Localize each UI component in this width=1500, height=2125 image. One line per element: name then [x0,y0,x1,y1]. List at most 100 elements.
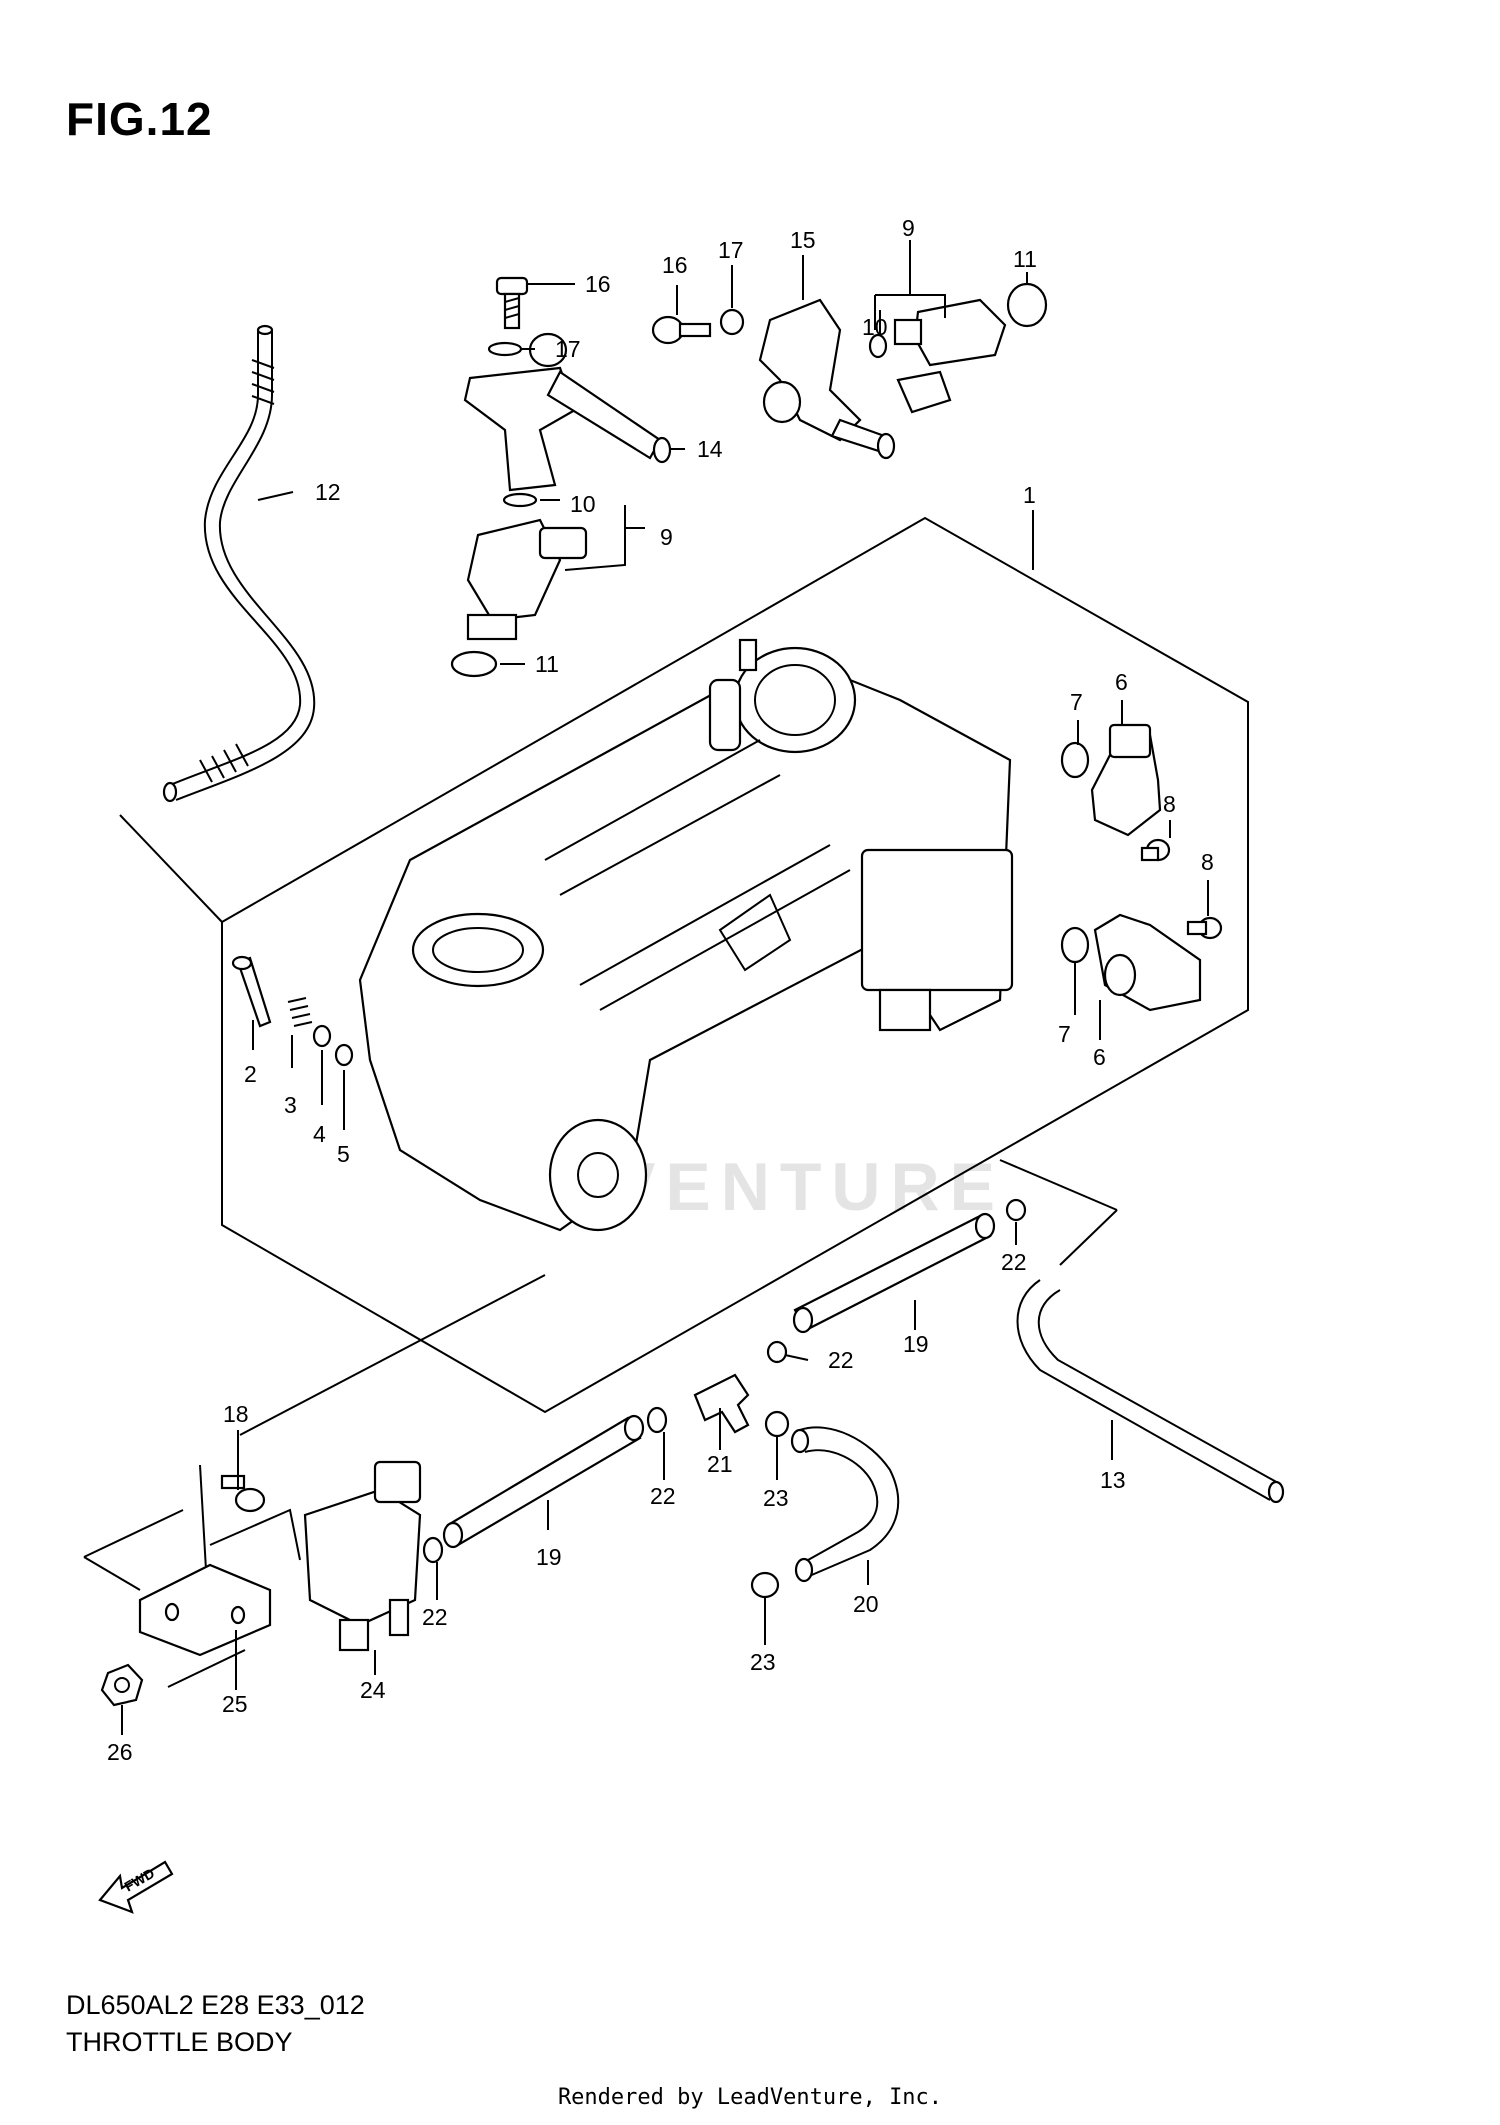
screw-16-shank [678,322,712,338]
washer-17 [487,341,523,357]
figure-title: FIG.12 [66,93,213,145]
render-credit-footer: Rendered by LeadVenture, Inc. [557,2085,943,2110]
callout-17a: 17 [555,336,581,362]
nut-26 [100,1663,144,1707]
throttle-body-nipple [738,638,758,672]
callout-5: 5 [337,1141,350,1167]
hose-12-spring [199,743,249,783]
callout-14: 14 [697,436,723,462]
callout-17b: 17 [718,237,744,263]
callout-10a: 10 [862,314,888,340]
callout-18: 18 [223,1401,249,1427]
hose-19-end [974,1212,996,1240]
leader-line [239,1274,546,1436]
throttle-bore-rear-inner [754,664,836,736]
injector-9-nozzle [893,318,923,346]
callout-12: 12 [315,479,341,505]
throttle-pulley-hub [577,1152,619,1198]
leader-line [999,1159,1118,1211]
leader-line [167,1649,246,1688]
watermark-text: VENTURE [610,1149,1005,1225]
solenoid-valve-24-connector [373,1460,422,1504]
injector-9-connector [896,370,952,414]
clamp-22 [422,1536,444,1564]
callout-8a: 8 [1163,791,1176,817]
injector-9 [466,518,562,622]
callout-23a: 23 [763,1485,789,1511]
callout-21: 21 [707,1451,733,1477]
fuel-pipe-15-boss [762,380,802,424]
sensor-6-body [1103,953,1137,997]
callout-7b: 7 [1058,1021,1071,1047]
leader-lines [121,240,1209,1735]
control-module [860,848,1014,992]
callout-10b: 10 [570,491,596,517]
screw-2-head [231,955,253,971]
callout-22d: 22 [422,1604,448,1630]
screw-16 [495,276,529,296]
hose-20-end [794,1557,814,1583]
assembly-1-outline [221,516,1249,1414]
callout-8b: 8 [1201,849,1214,875]
nut-26-hole [114,1677,130,1693]
callout-15: 15 [790,227,816,253]
hose-19-end [623,1414,645,1442]
clamp-22 [766,1340,788,1364]
clamp-23 [750,1571,780,1599]
callout-16a: 16 [585,271,611,297]
callout-6a: 6 [1115,669,1128,695]
washer-4 [312,1024,332,1048]
screw-18 [234,1487,266,1513]
hose-12-end [256,324,274,336]
sensor-6-connector [1108,723,1152,759]
callout-19a: 19 [903,1331,929,1357]
throttle-pulley [548,1118,648,1232]
throttle-bore-front-inner [432,927,524,973]
callout-4: 4 [313,1121,326,1147]
hose-19 [446,1416,642,1547]
callout-22c: 22 [650,1483,676,1509]
clamp-22 [1005,1198,1027,1222]
o-ring-5 [334,1043,354,1067]
bracket-25-hole [230,1605,246,1625]
callout-19b: 19 [536,1544,562,1570]
o-ring-7 [1060,926,1090,964]
callout-24: 24 [360,1677,386,1703]
callout-22a: 22 [1001,1249,1027,1275]
seal-11 [1006,282,1048,328]
screw-16-shank [503,292,521,330]
hose-20-end [790,1428,810,1454]
callout-2: 2 [244,1061,257,1087]
hose-19-end [792,1306,814,1334]
callout-1: 1 [1023,482,1036,508]
callout-3: 3 [284,1092,297,1118]
throttle-body-frame [544,739,851,1011]
callout-26: 26 [107,1739,133,1765]
bracket-25-tab [209,1508,301,1561]
callout-7a: 7 [1070,689,1083,715]
o-ring-10 [868,333,888,359]
hose-12-spring [251,359,275,405]
callout-11b: 11 [535,651,559,677]
control-module-connector [878,988,932,1032]
throttle-bore-front [411,912,545,988]
callout-20: 20 [853,1591,879,1617]
o-ring-7 [1060,741,1090,779]
callout-22b: 22 [828,1347,854,1373]
injector-9 [913,298,1007,367]
hose-12-edge [175,330,316,801]
callout-16b: 16 [662,252,688,278]
hose-13 [1016,1279,1271,1501]
hose-20-edge [804,1449,879,1561]
bracket-25 [138,1563,272,1657]
screw-18-shank [220,1474,246,1490]
spring-3 [287,997,313,1027]
clamp-22 [646,1406,668,1434]
screw-8-shank [1140,846,1160,862]
screw-16 [651,315,685,345]
t-fitting-21 [693,1373,750,1434]
callout-11a: 11 [1013,246,1037,272]
hose-13-edge [1037,1289,1281,1485]
hose-12-end [162,781,178,803]
hose-13-end [1267,1480,1285,1504]
